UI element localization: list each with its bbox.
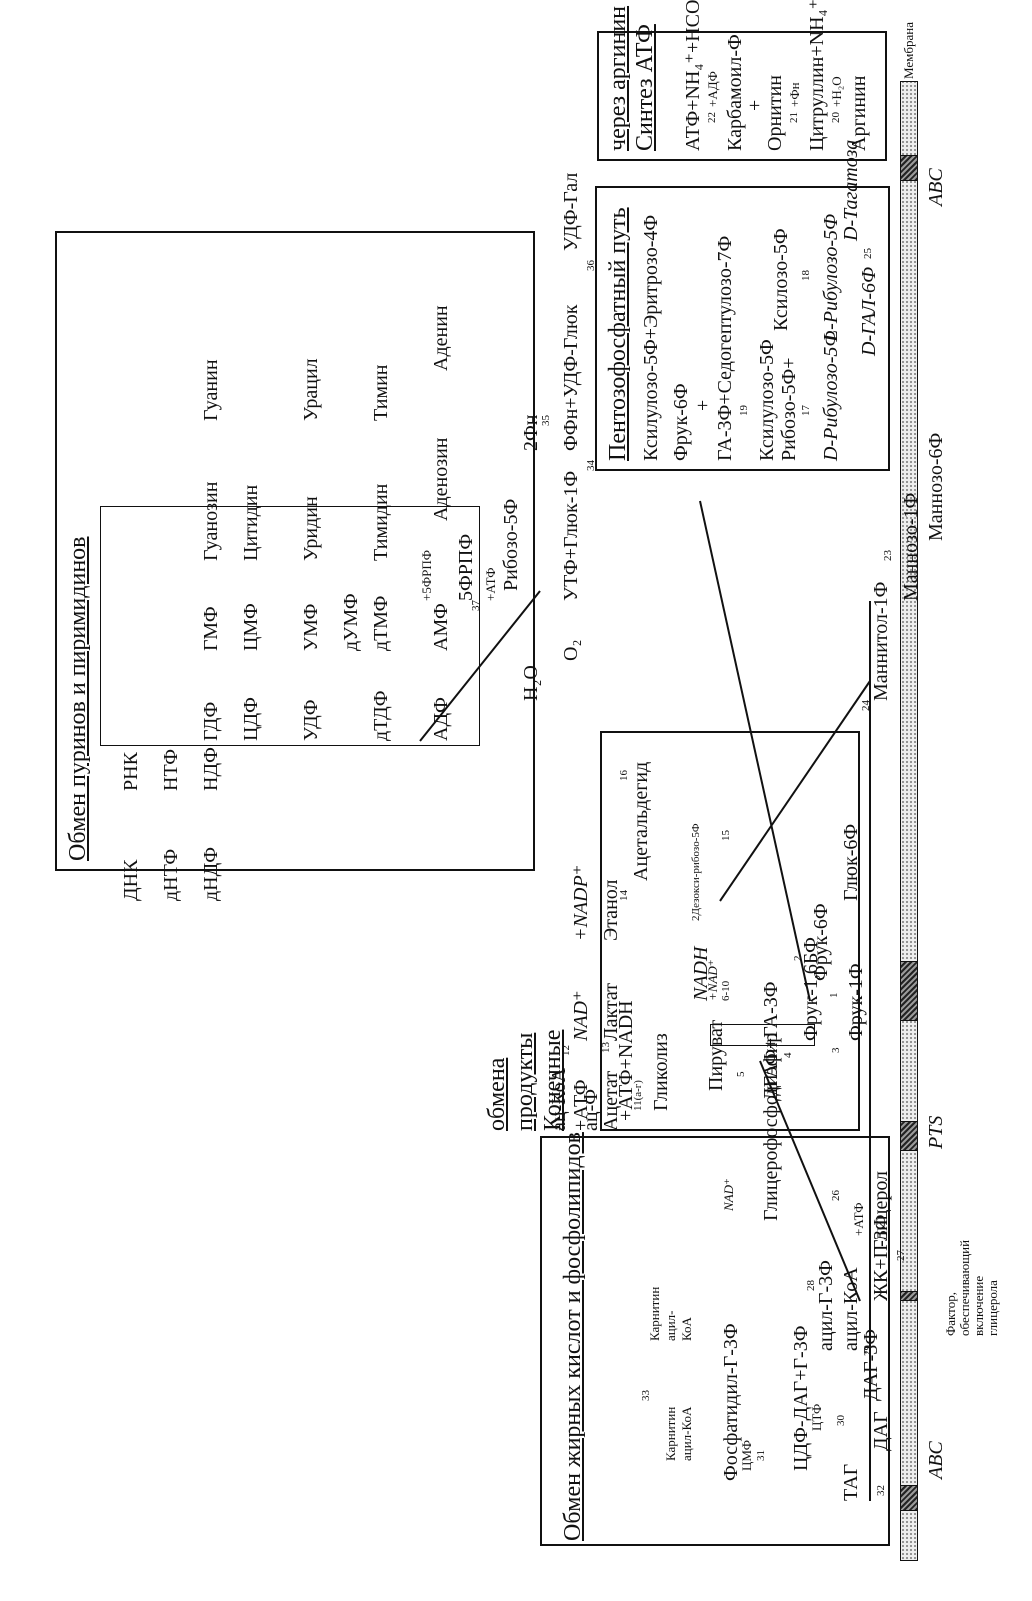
arrow-line bbox=[719, 680, 871, 902]
arrow-line bbox=[759, 1060, 861, 1302]
arrow-line bbox=[419, 590, 541, 742]
arrow-line bbox=[699, 500, 811, 1002]
